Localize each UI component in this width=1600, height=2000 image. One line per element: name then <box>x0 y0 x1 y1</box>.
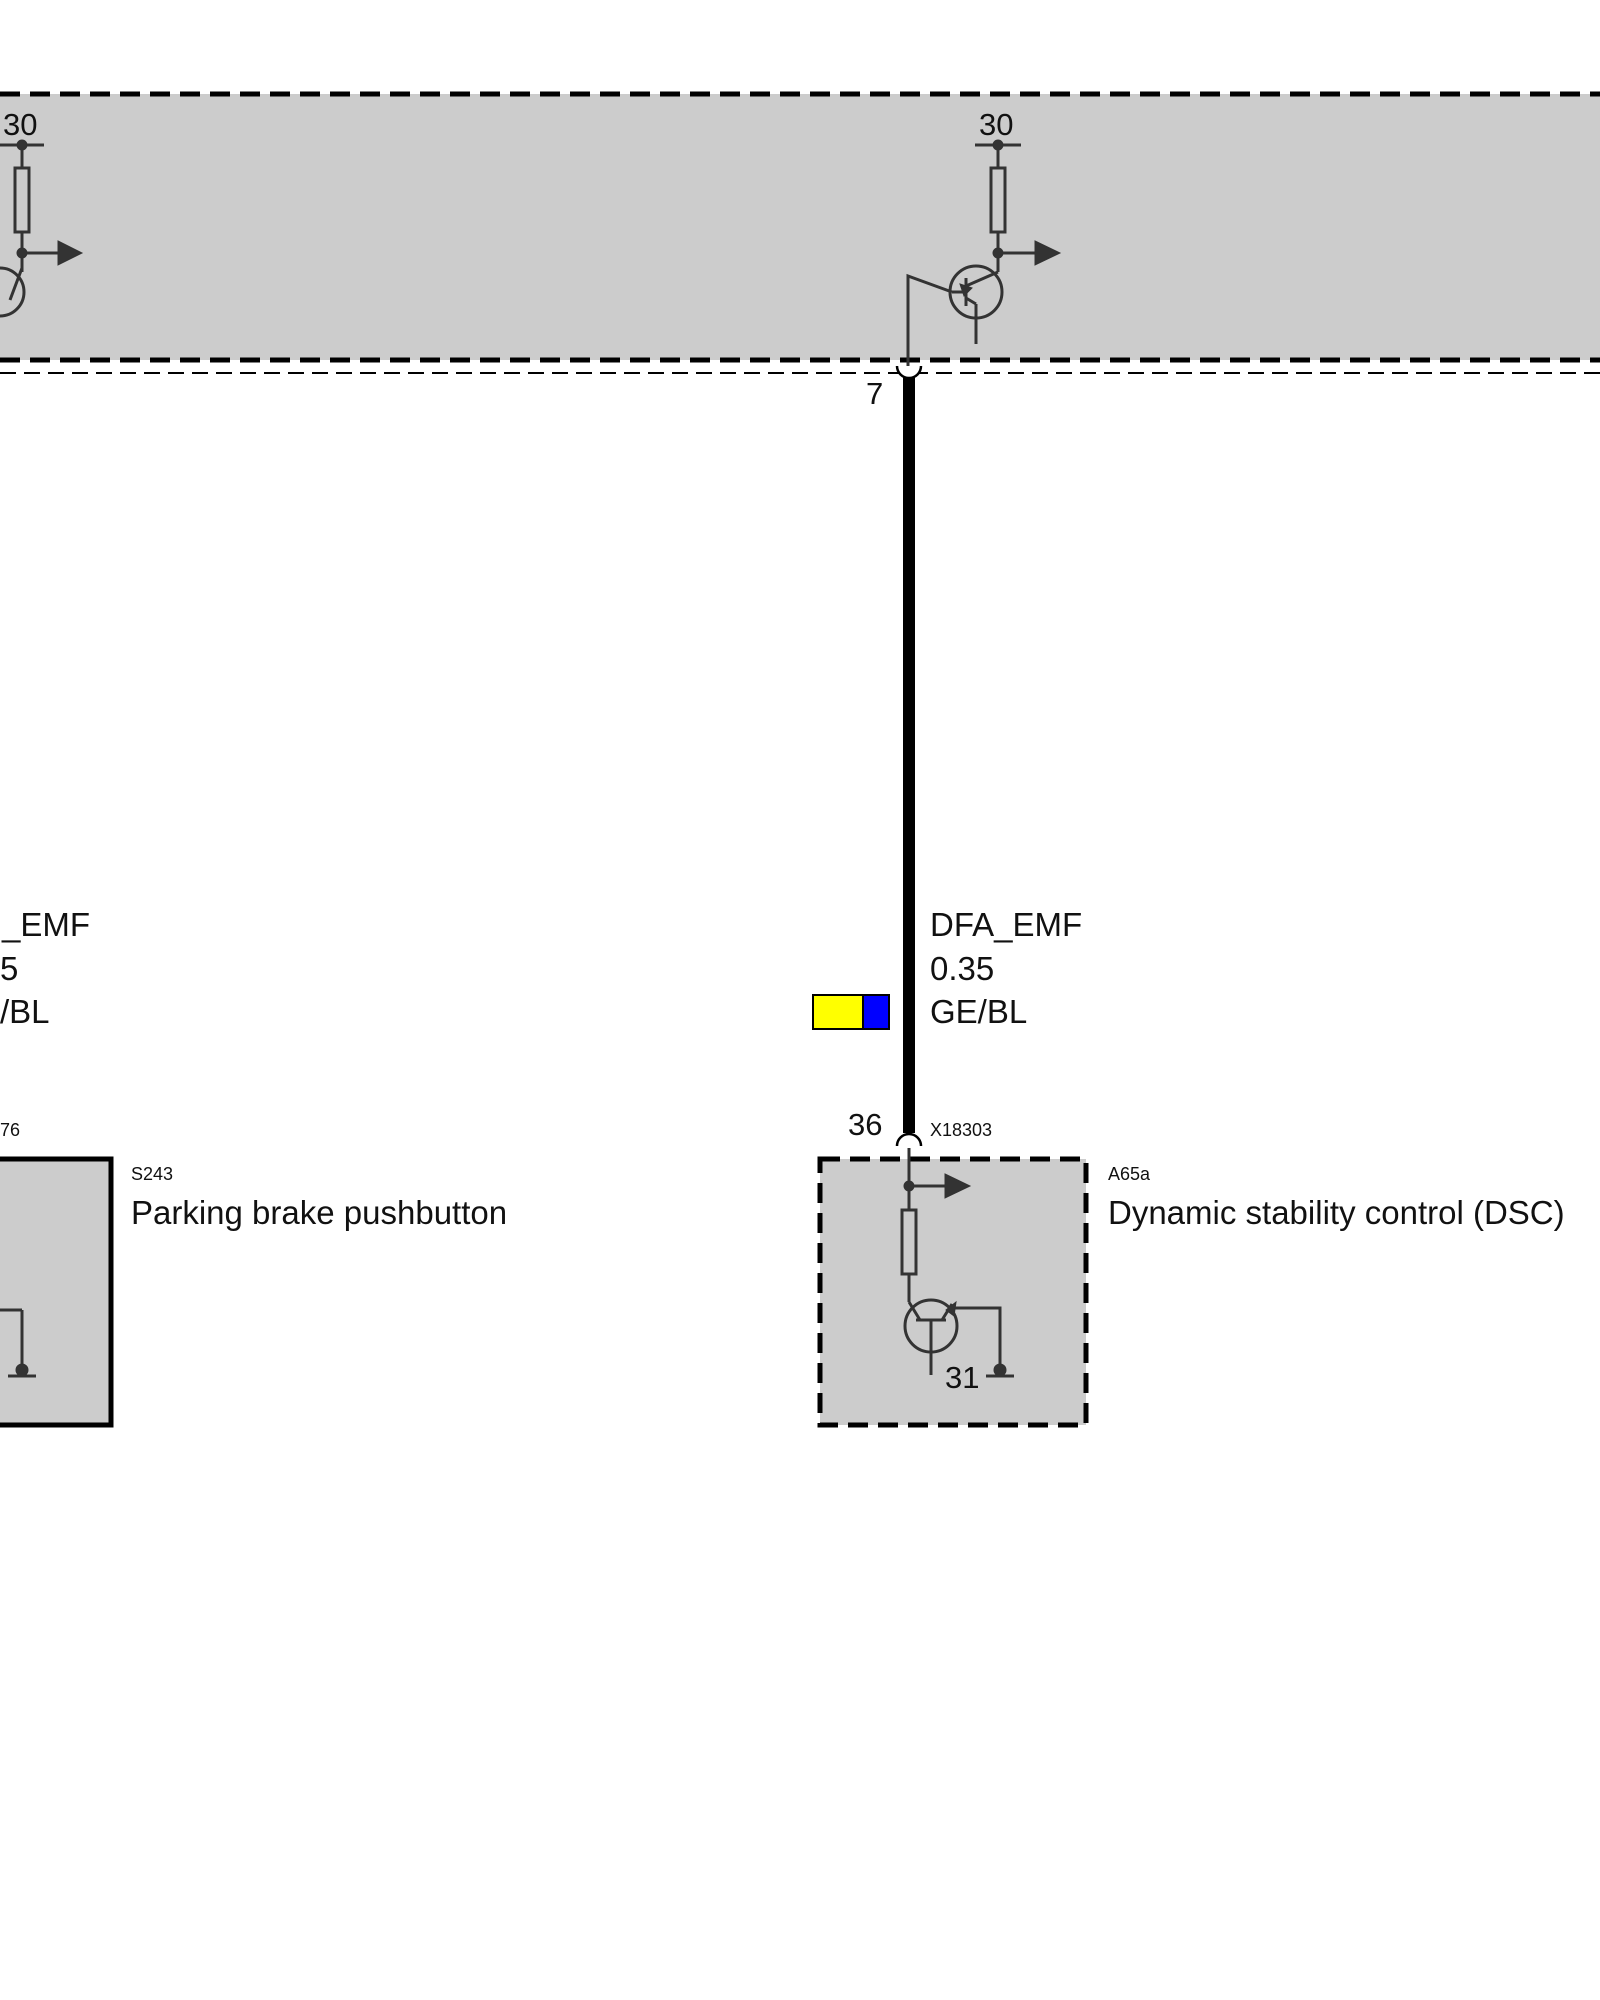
left-connector-code: 76 <box>0 1120 20 1140</box>
wire-right-signal: DFA_EMF <box>930 906 1082 943</box>
ground-pin-label: 31 <box>945 1360 979 1395</box>
wire-color-swatch <box>812 994 890 1030</box>
swatch-secondary <box>862 994 890 1030</box>
supply-pin-label-right: 30 <box>979 107 1013 142</box>
wire-left-color: /BL <box>0 993 50 1030</box>
output-arrow-icon <box>1034 240 1062 266</box>
supply-pin-label-left: 30 <box>3 107 37 142</box>
right-connector-code: X18303 <box>930 1120 992 1140</box>
transistor-icon <box>0 266 26 318</box>
output-arrow-icon <box>57 240 84 266</box>
component-body <box>0 1156 114 1428</box>
left-component-name: Parking brake pushbutton <box>131 1194 507 1231</box>
component-body <box>817 1156 1089 1428</box>
connector-pin-label-bottom: 36 <box>848 1107 882 1142</box>
top-module-body <box>0 94 1600 360</box>
wire-left-size: 5 <box>0 950 18 987</box>
ground-node <box>993 1363 1007 1377</box>
main-wire <box>895 365 923 1147</box>
left-output-circuit <box>0 139 84 318</box>
wire-right-size: 0.35 <box>930 950 994 987</box>
left-component-code: S243 <box>131 1164 173 1184</box>
right-component-name: Dynamic stability control (DSC) <box>1108 1194 1565 1231</box>
right-component-code: A65a <box>1108 1164 1151 1184</box>
dsc-module-box <box>817 1148 1089 1428</box>
connector-pin-label-top: 7 <box>866 376 883 411</box>
right-output-circuit <box>906 139 1062 368</box>
swatch-primary <box>812 994 864 1030</box>
parking-brake-pushbutton-box <box>0 1156 114 1428</box>
emitter-arrow-icon <box>959 283 973 297</box>
wire-right-color: GE/BL <box>930 993 1027 1030</box>
wire-left-signal: _EMF <box>1 906 90 943</box>
connector-pin-bottom <box>895 1132 923 1147</box>
input-arrow-icon <box>944 1173 972 1199</box>
top-module: 30 30 <box>0 91 1600 374</box>
connector-pin-top <box>895 365 923 380</box>
ground-node <box>15 1363 29 1377</box>
